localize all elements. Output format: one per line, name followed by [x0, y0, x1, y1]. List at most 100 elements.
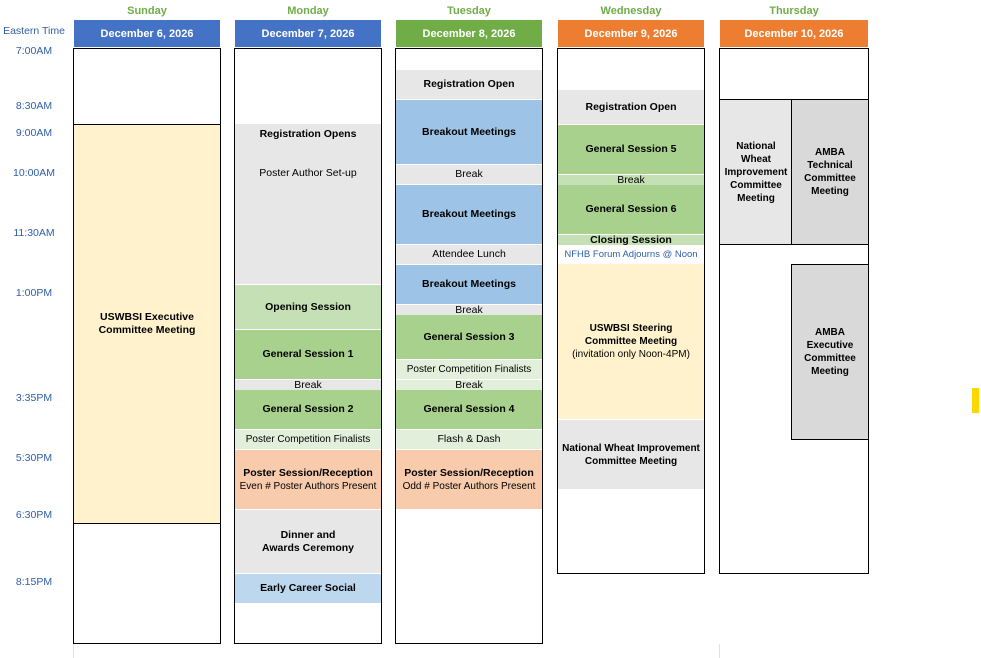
event-label: Closing Session [590, 233, 672, 246]
event-national-wheat-improvement-committee[interactable]: National Wheat Improvement Committee Mee… [558, 420, 704, 489]
event-label: Poster Competition Finalists [406, 364, 532, 375]
event-label: Poster Competition Finalists [245, 434, 371, 445]
event-label: General Session 5 [585, 143, 677, 155]
event-uswbsi-steering-committee[interactable]: USWBSI Steering Committee Meeting (invit… [558, 264, 704, 419]
event-label: Breakout Meetings [422, 278, 516, 290]
event-label: Opening Session [265, 300, 351, 313]
event-poster-competition-finalists[interactable]: Poster Competition Finalists [396, 360, 542, 379]
time-label-1130am: 11:30AM [13, 227, 55, 239]
event-label: Breakout Meetings [422, 125, 516, 138]
column-thursday: National Wheat Improvement Committee Mee… [719, 48, 869, 574]
event-label: Meeting [811, 366, 849, 377]
time-label-900am: 9:00AM [15, 127, 53, 139]
date-tuesday: December 8, 2026 [422, 27, 516, 40]
event-breakout-meetings-3[interactable]: Breakout Meetings [396, 265, 542, 304]
event-poster-author-setup[interactable]: Poster Author Set-up [235, 144, 381, 284]
time-label-815pm: 8:15PM [15, 576, 53, 588]
event-sublabel: Odd # Poster Authors Present [402, 480, 536, 492]
event-poster-session-reception[interactable]: Poster Session/Reception Even # Poster A… [235, 450, 381, 509]
event-break[interactable]: Break [235, 378, 381, 391]
date-thursday: December 10, 2026 [744, 27, 844, 40]
event-label: Registration Open [423, 78, 515, 90]
event-breakout-meetings-1[interactable]: Breakout Meetings [396, 100, 542, 164]
time-label-630pm: 6:30PM [15, 509, 53, 521]
event-uswbsi-executive-committee[interactable]: USWBSI Executive Committee Meeting [74, 124, 220, 524]
event-label: Break [455, 303, 483, 316]
date-bar-thursday: December 10, 2026 [719, 19, 869, 48]
date-bar-tuesday: December 8, 2026 [395, 19, 543, 48]
event-label: Registration Opens [259, 127, 357, 140]
event-label: AMBA [815, 147, 845, 158]
event-label: Committee [804, 173, 856, 184]
grid-line [73, 644, 74, 658]
event-label: Meeting [811, 186, 849, 197]
event-label: Registration Open [585, 100, 677, 113]
event-general-session-4[interactable]: General Session 4 [396, 390, 542, 429]
event-opening-session[interactable]: Opening Session [235, 285, 381, 329]
event-label: Break [455, 378, 483, 391]
event-label: National [736, 140, 776, 152]
event-label: Poster Session/Reception [243, 466, 373, 479]
event-break[interactable]: Break [558, 173, 704, 186]
time-label-530pm: 5:30PM [15, 452, 53, 464]
date-sunday: December 6, 2026 [100, 27, 194, 40]
event-registration-open[interactable]: Registration Open [558, 90, 704, 124]
event-label: Committee Meeting [98, 324, 196, 336]
event-amba-technical-committee[interactable]: AMBA Technical Committee Meeting [791, 99, 869, 245]
event-label: Breakout Meetings [422, 208, 516, 220]
date-monday: December 7, 2026 [261, 27, 355, 40]
event-label: Poster Session/Reception [404, 466, 534, 479]
event-label: General Session 6 [585, 203, 677, 215]
event-label: Break [617, 173, 645, 186]
column-sunday: USWBSI Executive Committee Meeting [73, 48, 221, 644]
column-tuesday: Registration Open Breakout Meetings Brea… [395, 48, 543, 644]
event-label: Dinner and [280, 528, 336, 541]
event-label: Break [294, 378, 322, 391]
event-break-2[interactable]: Break [396, 303, 542, 316]
event-label: Awards Ceremony [261, 541, 354, 554]
event-label: USWBSI Executive [100, 311, 194, 323]
event-breakout-meetings-2[interactable]: Breakout Meetings [396, 185, 542, 244]
event-poster-session-reception[interactable]: Poster Session/Reception Odd # Poster Au… [396, 450, 542, 509]
date-bar-sunday: December 6, 2026 [73, 19, 221, 48]
event-general-session-1[interactable]: General Session 1 [235, 330, 381, 379]
event-label: USWBSI Steering [589, 323, 673, 334]
event-general-session-3[interactable]: General Session 3 [396, 315, 542, 359]
event-general-session-2[interactable]: General Session 2 [235, 390, 381, 429]
day-name-monday: Monday [287, 5, 329, 17]
date-bar-monday: December 7, 2026 [234, 19, 382, 48]
event-label: Early Career Social [260, 582, 356, 594]
event-label: Executive [806, 340, 854, 351]
timezone-label: Eastern Time [3, 25, 65, 37]
event-national-wheat-improvement-committee[interactable]: National Wheat Improvement Committee Mee… [719, 99, 793, 245]
event-label: Wheat [741, 153, 771, 165]
event-label: Committee Meeting [584, 336, 678, 347]
event-label: NFHB Forum Adjourns @ Noon [564, 248, 698, 260]
day-name-thursday: Thursday [769, 5, 819, 17]
event-general-session-5[interactable]: General Session 5 [558, 125, 704, 174]
event-closing-session[interactable]: Closing Session [558, 233, 704, 246]
time-label-830am: 8:30AM [15, 100, 53, 112]
time-label-1000am: 10:00AM [12, 167, 56, 179]
event-label: Improvement [724, 166, 788, 178]
event-label: Meeting [737, 192, 775, 204]
event-label: Committee Meeting [584, 455, 678, 467]
event-registration-opens[interactable]: Registration Opens [235, 124, 381, 144]
event-general-session-6[interactable]: General Session 6 [558, 185, 704, 234]
day-name-tuesday: Tuesday [447, 5, 491, 17]
event-label: Poster Author Set-up [259, 167, 357, 179]
time-label-700am: 7:00AM [15, 45, 53, 57]
event-break-3[interactable]: Break [396, 378, 542, 391]
event-poster-competition-finalists[interactable]: Poster Competition Finalists [235, 430, 381, 449]
event-early-career-social[interactable]: Early Career Social [235, 574, 381, 603]
event-amba-executive-committee[interactable]: AMBA Executive Committee Meeting [791, 264, 869, 440]
event-break-1[interactable]: Break [396, 165, 542, 184]
event-attendee-lunch[interactable]: Attendee Lunch [396, 245, 542, 264]
event-dinner-awards-ceremony[interactable]: Dinner and Awards Ceremony [235, 510, 381, 573]
event-label: General Session 3 [423, 330, 515, 343]
day-name-sunday: Sunday [127, 5, 167, 17]
event-label: National Wheat Improvement [562, 442, 700, 454]
event-registration-open[interactable]: Registration Open [396, 70, 542, 99]
event-nfhb-forum-adjourns: NFHB Forum Adjourns @ Noon [558, 245, 704, 263]
event-flash-and-dash[interactable]: Flash & Dash [396, 430, 542, 449]
